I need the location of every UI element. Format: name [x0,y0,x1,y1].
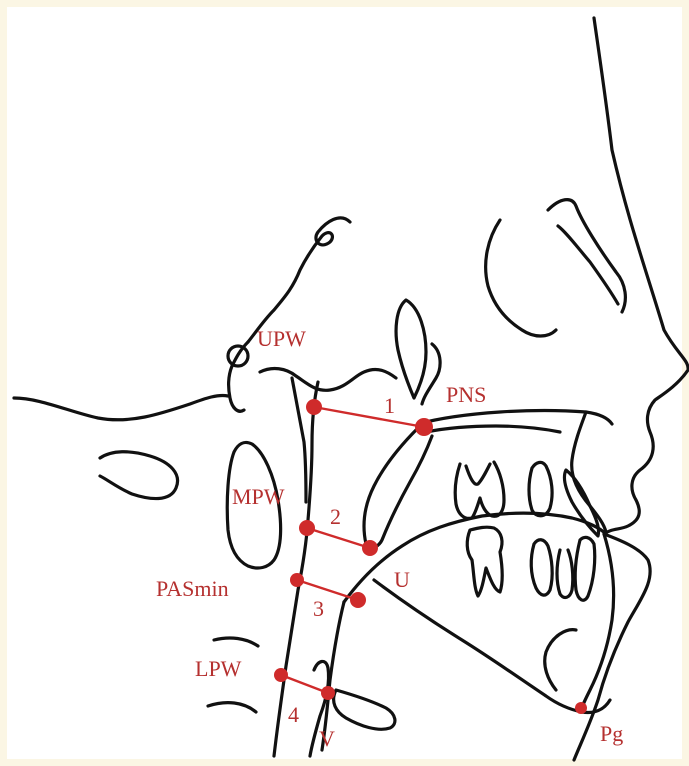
maxilla-anterior [572,412,606,532]
label-pns: PNS [446,382,486,407]
palate-lower-line [426,426,560,432]
measure-line-1 [314,407,424,427]
measure-line-3 [297,580,358,600]
neck-line-left [214,638,258,646]
soft-palate [364,428,432,547]
landmark-pg [575,702,587,714]
label-v: V [319,726,335,751]
nasal-ala [558,226,618,304]
occipital-line [14,395,228,419]
chin-soft-tissue [545,630,576,690]
anterior-pharyngeal-wall [292,378,306,502]
label-mpw: MPW [232,484,285,509]
lower-premolar [531,540,552,595]
upper-premolar [529,462,552,515]
measure-line-4 [281,675,328,693]
landmark-pns [415,418,433,436]
basiocciput [260,369,396,391]
label-number-1: 1 [384,393,395,418]
posterior-pharyngeal-wall [274,382,318,756]
label-upw: UPW [257,326,306,351]
landmark-v [321,686,335,700]
sella-turcica [248,218,350,342]
mandible-symphysis [581,534,613,712]
label-number-3: 3 [313,596,324,621]
soft-tissue-profile [574,18,688,760]
label-pg: Pg [600,721,623,746]
label-number-4: 4 [288,702,299,727]
landmark-lpw [274,668,288,682]
orbit-outline [486,220,556,336]
landmark-mpw [299,520,315,536]
clivus [229,342,248,411]
neck-line-left-2 [208,703,256,712]
pterygomaxillary-fissure [396,300,426,398]
label-pasmin: PASmin [156,576,229,601]
label-lpw: LPW [195,656,242,681]
landmark-pasmin-posterior [290,573,304,587]
mandible-lower-border [374,580,610,713]
landmark-pasmin-anterior [350,592,366,608]
label-u: U [394,567,410,592]
landmark-u [362,540,378,556]
label-number-2: 2 [330,504,341,529]
lower-molar [467,527,502,596]
hyoid-bone [334,690,395,729]
mastoid-outline [100,452,178,499]
landmark-upw [306,399,322,415]
measure-line-2 [307,528,370,548]
lower-incisor [557,537,595,600]
upper-molar [455,462,504,518]
